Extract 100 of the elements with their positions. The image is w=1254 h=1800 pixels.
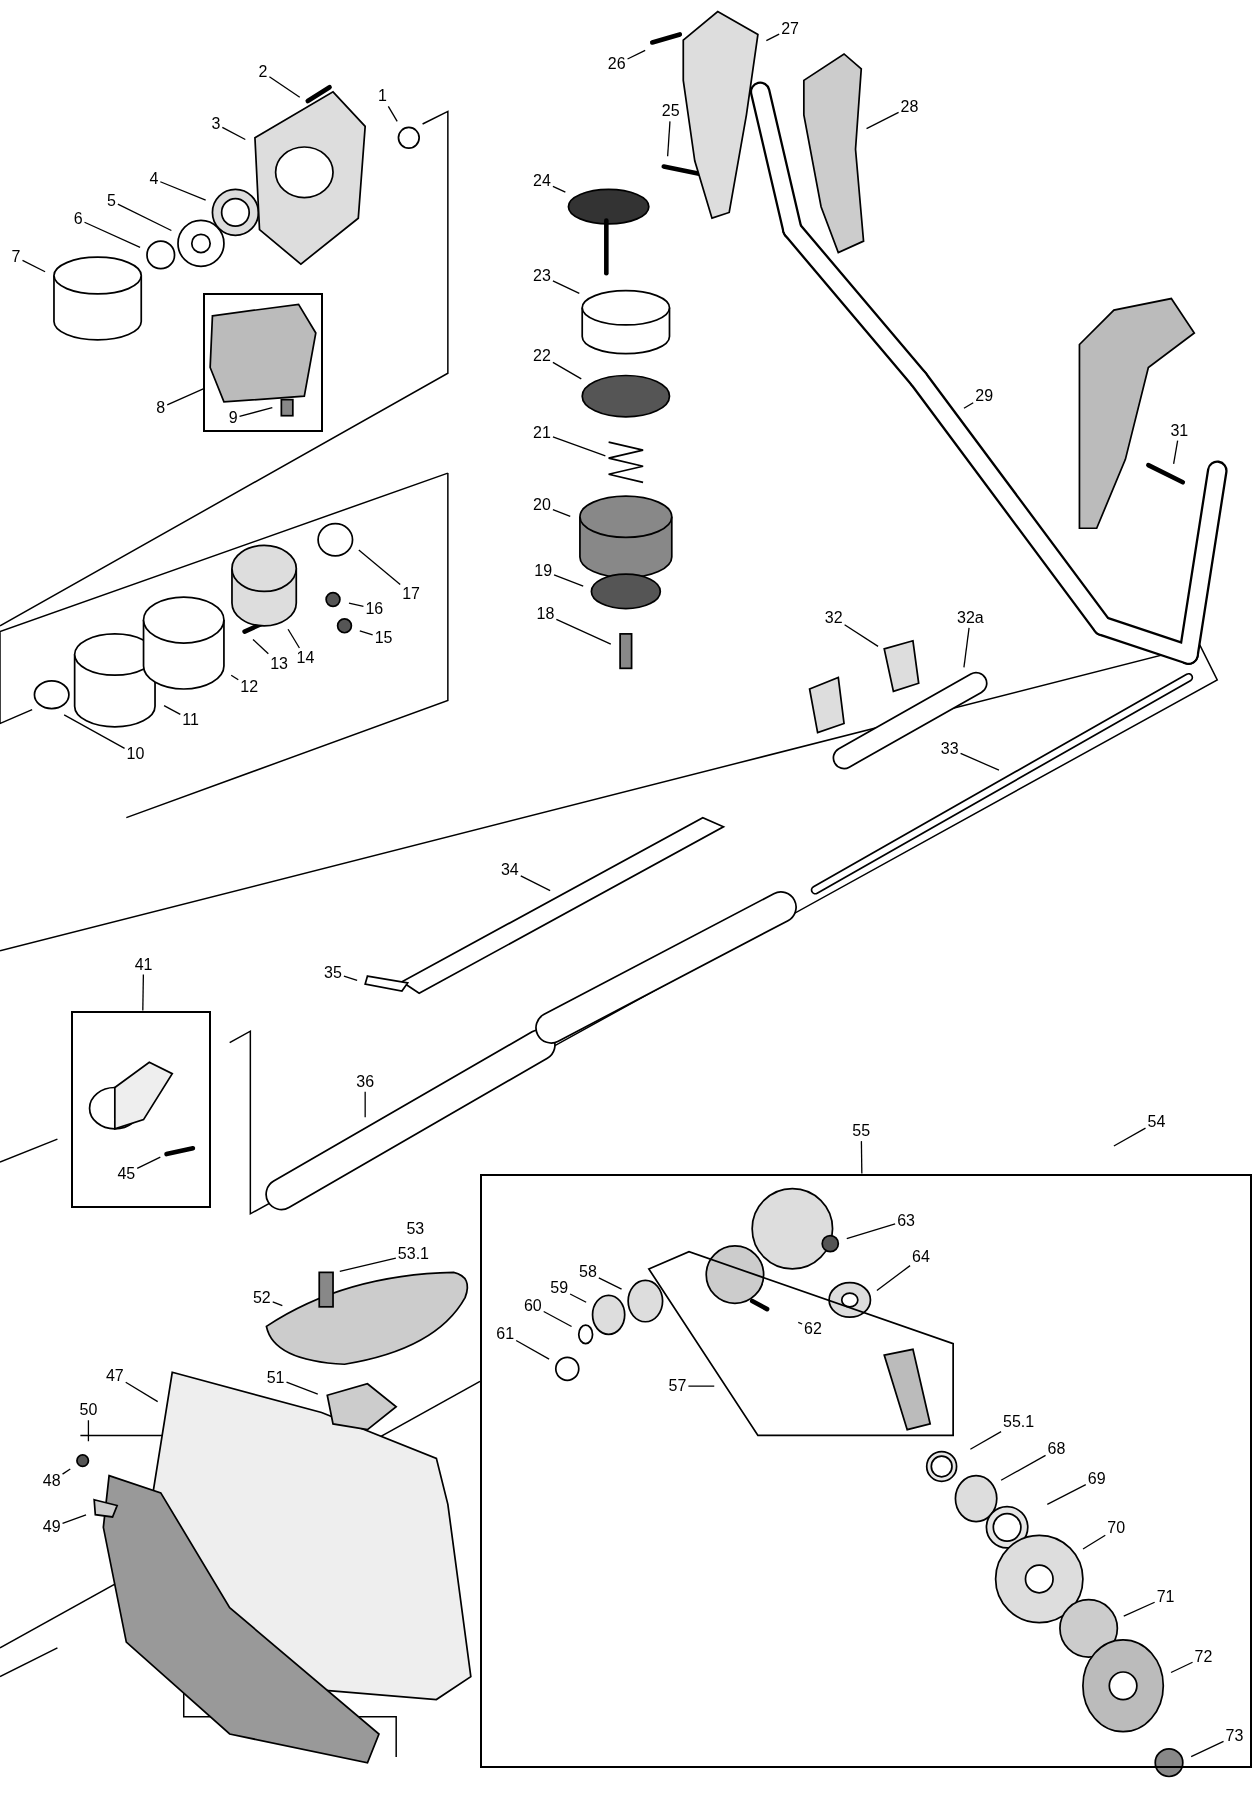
callout-number: 35 xyxy=(323,963,343,982)
leader-line xyxy=(555,618,612,645)
callout-number: 18 xyxy=(535,605,556,624)
leader-line xyxy=(87,1419,90,1442)
leader-line xyxy=(61,1514,87,1524)
callout-number: 52 xyxy=(251,1288,272,1307)
leader-line xyxy=(552,508,571,517)
callout-number: 19 xyxy=(533,561,554,580)
leader-line xyxy=(552,361,582,380)
leader-line xyxy=(21,259,46,273)
leader-line xyxy=(1082,1534,1106,1550)
leader-line xyxy=(117,203,172,232)
callout-number: 29 xyxy=(974,387,995,406)
leader-line xyxy=(1113,1127,1147,1147)
callout-number: 27 xyxy=(780,19,800,38)
leader-line xyxy=(1190,1740,1225,1758)
callout-number: 34 xyxy=(499,861,520,880)
leader-line xyxy=(626,49,646,60)
callout-number: 8 xyxy=(155,398,167,417)
leader-line xyxy=(238,407,273,417)
callout-number: 32a xyxy=(956,608,985,627)
leader-line xyxy=(1170,1661,1194,1674)
callout-number: 15 xyxy=(373,629,394,648)
callout-number: 2 xyxy=(257,63,269,82)
callout-number: 73 xyxy=(1224,1727,1245,1746)
callout-number: 31 xyxy=(1169,421,1190,440)
leader-line xyxy=(163,704,181,716)
callout-number: 4 xyxy=(148,170,160,189)
callout-number: 68 xyxy=(1046,1440,1067,1459)
leader-line xyxy=(285,1381,319,1395)
leader-line xyxy=(142,973,145,1012)
callout-number: 25 xyxy=(660,102,681,121)
callout-number: 55.1 xyxy=(1002,1412,1036,1431)
callout-number: 12 xyxy=(239,677,260,696)
callout-number: 58 xyxy=(578,1263,598,1282)
callout-number: 7 xyxy=(10,248,22,267)
leader-line xyxy=(343,975,358,982)
leader-line xyxy=(230,674,239,681)
leader-line xyxy=(667,120,671,157)
callout-number: 24 xyxy=(532,172,552,191)
leader-line xyxy=(959,752,1000,771)
callout-number: 26 xyxy=(606,55,627,74)
leader-line xyxy=(515,1339,550,1360)
callout-number: 20 xyxy=(532,496,552,515)
leader-line xyxy=(136,1156,161,1169)
leader-line xyxy=(553,574,584,587)
leader-line xyxy=(687,1385,715,1387)
leader-line xyxy=(364,1091,366,1118)
leader-line xyxy=(963,627,970,668)
leader-line xyxy=(543,1310,573,1328)
callout-number: 61 xyxy=(495,1325,516,1344)
callout-number: 47 xyxy=(104,1366,125,1385)
callout-number: 5 xyxy=(105,191,117,210)
parts-frame xyxy=(71,1010,212,1209)
leader-line xyxy=(1172,440,1179,465)
parts-frame xyxy=(480,1173,1252,1769)
leader-line xyxy=(552,436,607,457)
callout-number: 33 xyxy=(939,739,960,758)
callout-number: 45 xyxy=(116,1164,137,1183)
callout-number: 59 xyxy=(549,1279,570,1298)
callout-number: 49 xyxy=(41,1518,62,1537)
leader-line xyxy=(520,875,551,892)
leader-line xyxy=(159,181,207,201)
callout-number: 48 xyxy=(41,1472,62,1491)
callout-number: 16 xyxy=(364,599,385,618)
callout-number: 69 xyxy=(1086,1470,1107,1489)
callout-number: 14 xyxy=(295,649,316,667)
callout-number: 60 xyxy=(522,1296,543,1315)
callout-number: 28 xyxy=(899,97,920,116)
leader-line xyxy=(1046,1484,1087,1505)
leader-line xyxy=(860,1140,863,1175)
leader-line xyxy=(221,126,246,141)
callout-number: 13 xyxy=(269,654,289,673)
callout-number: 10 xyxy=(125,745,146,764)
leader-line xyxy=(339,1257,397,1272)
callout-number: 64 xyxy=(911,1248,931,1267)
callout-number: 9 xyxy=(227,409,239,427)
callout-number: 70 xyxy=(1106,1519,1127,1538)
callout-number: 53.1 xyxy=(396,1245,430,1263)
leader-line xyxy=(797,1321,803,1325)
callout-number: 55 xyxy=(851,1122,872,1141)
leader-line xyxy=(358,549,401,586)
leader-line xyxy=(843,624,879,647)
leader-line xyxy=(252,638,269,655)
leader-line xyxy=(846,1223,896,1240)
leader-line xyxy=(1123,1601,1156,1617)
callout-number: 54 xyxy=(1146,1112,1167,1131)
leader-line xyxy=(359,630,374,636)
callout-number: 50 xyxy=(78,1401,99,1420)
callout-number: 51 xyxy=(265,1369,286,1387)
callout-number: 62 xyxy=(803,1319,823,1338)
callout-number: 21 xyxy=(532,423,552,442)
callout-number: 22 xyxy=(532,347,552,365)
parts-frame xyxy=(203,292,323,432)
leader-line xyxy=(166,388,204,406)
callout-number: 6 xyxy=(72,210,84,229)
callout-number: 57 xyxy=(667,1377,688,1396)
leader-line xyxy=(61,1468,71,1475)
leader-line xyxy=(569,1293,587,1303)
leader-line xyxy=(348,602,365,607)
